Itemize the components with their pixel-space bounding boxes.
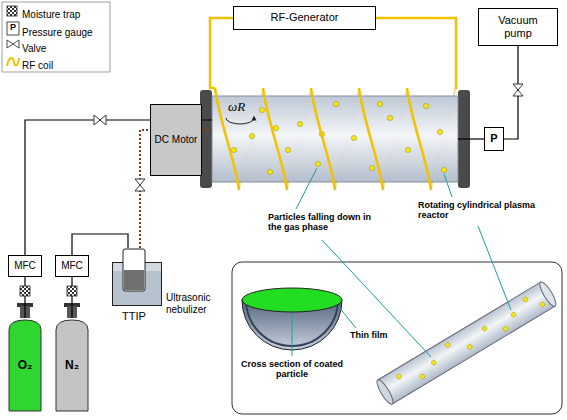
valve-symbol bbox=[513, 84, 523, 96]
particles bbox=[231, 101, 446, 174]
coil-front bbox=[215, 88, 431, 190]
callout-text: Cross section of coated particle bbox=[237, 359, 347, 380]
legend-text: Valve bbox=[22, 43, 46, 55]
gas-cylinder: N₂ bbox=[55, 318, 89, 412]
callout-text: Rotating cylindrical plasma reactor bbox=[418, 200, 536, 221]
inset-reactor bbox=[374, 280, 558, 406]
moisture-trap bbox=[67, 286, 77, 296]
text-holder: Ultrasonic nebulizer bbox=[166, 292, 228, 316]
node-label: N₂ bbox=[65, 358, 79, 372]
nebulizer-bath: Ultrasonic nebulizerTTIP bbox=[112, 262, 162, 306]
valve-symbol bbox=[135, 179, 145, 191]
leader-lines bbox=[292, 168, 511, 357]
legend-entry: RF coil bbox=[22, 55, 53, 73]
pressure-gauge: P bbox=[484, 127, 504, 150]
node-label: DC Motor bbox=[155, 134, 198, 146]
mfc-box: MFC bbox=[55, 255, 89, 277]
mfc-box: MFC bbox=[8, 255, 42, 277]
label-holder: Cross section of coated particle bbox=[237, 359, 347, 380]
legend-text: RF coil bbox=[22, 60, 53, 72]
precursor-bottle-outline bbox=[122, 248, 146, 292]
gas-line bbox=[25, 120, 212, 255]
label-holder: Thin film bbox=[350, 330, 400, 340]
node-label: Vacuum pump bbox=[490, 14, 546, 40]
reactor-tube bbox=[200, 90, 470, 188]
callout-text: Particles falling down in the gas phase bbox=[268, 212, 380, 233]
label-holder: Particles falling down in the gas phase bbox=[268, 212, 380, 233]
gas-line bbox=[71, 277, 72, 318]
gas-line bbox=[72, 234, 128, 255]
node-label: O₂ bbox=[18, 358, 33, 372]
inset-frame bbox=[232, 262, 562, 414]
node-label: ωR bbox=[228, 99, 258, 115]
reactor-tube: ωR bbox=[212, 96, 458, 182]
legend-symbol-letter: P bbox=[7, 22, 19, 32]
node-label: P bbox=[490, 132, 497, 145]
legend-text: Moisture trap bbox=[22, 9, 80, 21]
cylinder-heads bbox=[17, 303, 80, 318]
callout-text: Thin film bbox=[350, 330, 400, 340]
valve-symbol bbox=[94, 115, 106, 125]
legend-entry: Valve bbox=[22, 38, 46, 56]
gas-line bbox=[24, 277, 25, 318]
node-label: TTIP bbox=[114, 310, 154, 323]
rotation-arrow bbox=[226, 118, 254, 124]
node-label: Ultrasonic nebulizer bbox=[166, 292, 228, 316]
text-holder: TTIP bbox=[114, 310, 154, 323]
legend-entry: Moisture trap bbox=[22, 4, 80, 22]
gas-line bbox=[458, 138, 484, 139]
pump-box: Vacuum pump bbox=[478, 8, 558, 46]
generator-box: RF-Generator bbox=[233, 6, 376, 29]
legend-frame bbox=[2, 2, 110, 72]
node-label: MFC bbox=[61, 260, 83, 272]
label-holder: Rotating cylindrical plasma reactor bbox=[418, 200, 536, 221]
gas-cylinder: O₂ bbox=[8, 318, 42, 412]
motor-box: DC Motor bbox=[150, 104, 203, 176]
node-label: RF-Generator bbox=[271, 11, 339, 24]
node-label: MFC bbox=[14, 260, 36, 272]
legend-entry: Pressure gauge bbox=[22, 22, 93, 40]
text-holder: ωR bbox=[228, 99, 258, 115]
legend-text: Pressure gauge bbox=[22, 27, 93, 39]
moisture-trap bbox=[20, 286, 30, 296]
label-holder: P bbox=[7, 22, 19, 32]
precursor-bottle: TTIP bbox=[122, 248, 146, 292]
